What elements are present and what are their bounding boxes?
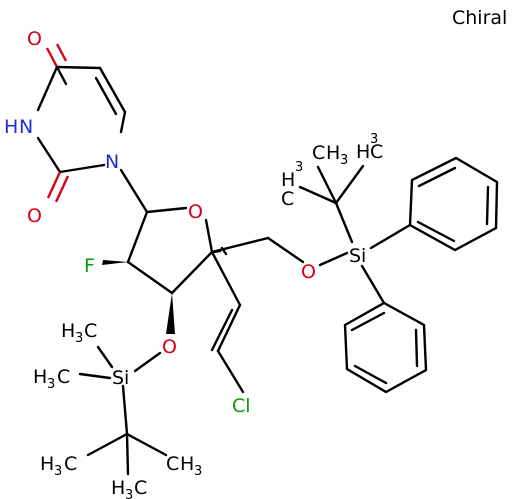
oxygen-carbonyl-bottom: O bbox=[27, 205, 42, 227]
bond-o-si bbox=[318, 251, 349, 267]
chlorine: Cl bbox=[232, 395, 251, 417]
methyl-left-c: C bbox=[281, 188, 294, 210]
tbu-methyl-left-c: C bbox=[64, 453, 77, 475]
tbdms-methyl-lower-sub: 3 bbox=[47, 377, 55, 392]
tbu-methyl-left-h: H bbox=[40, 453, 54, 475]
oxygen-furanose: O bbox=[188, 201, 203, 223]
tbdps-tbutyl-bonds bbox=[298, 164, 365, 244]
nh-hydrogen: H bbox=[4, 116, 18, 138]
phenyl-ring-upper bbox=[369, 156, 499, 252]
furanose-bonds bbox=[119, 168, 214, 295]
bond-c5-o bbox=[266, 236, 305, 264]
wedge-fluorine bbox=[102, 260, 128, 265]
silicon-tbdps: Si bbox=[349, 245, 366, 267]
tbdms-methyl-upper-h: H bbox=[61, 320, 75, 342]
tbu-methyl-bottom-h: H bbox=[111, 477, 125, 499]
tbu-methyl-bottom-sub: 3 bbox=[125, 488, 133, 499]
methyl-top-h: H bbox=[356, 141, 370, 163]
tbdms-methyl-lower-h: H bbox=[33, 366, 47, 388]
oxygen-silyl-ether: O bbox=[162, 336, 177, 358]
silicon-tbdms: Si bbox=[112, 367, 129, 389]
methyl-mid-h: H bbox=[326, 142, 340, 164]
wedge-oxygen-3 bbox=[166, 293, 175, 334]
nitrogen-ring: N bbox=[105, 151, 119, 173]
methyl-top-c: C bbox=[370, 141, 383, 163]
chiral-label: Chiral bbox=[452, 7, 507, 29]
oxygen-carbonyl-top: O bbox=[27, 28, 42, 50]
tbu-methyl-right-h: H bbox=[180, 453, 194, 475]
methyl-mid-c: C bbox=[312, 142, 325, 164]
methyl-left-sub: 3 bbox=[295, 160, 303, 175]
vinyl-chloride-bonds bbox=[210, 250, 245, 394]
tbdms-bonds bbox=[78, 345, 168, 476]
tbu-methyl-right-c: C bbox=[166, 453, 179, 475]
tbdms-methyl-lower-c: C bbox=[57, 366, 70, 388]
tbdms-methyl-upper-c: C bbox=[84, 320, 97, 342]
fluorine: F bbox=[84, 255, 95, 277]
tbu-methyl-right-sub: 3 bbox=[194, 464, 202, 479]
nh-nitrogen: N bbox=[19, 116, 33, 138]
methyl-mid-sub: 3 bbox=[340, 153, 348, 168]
oxygen-tbdps: O bbox=[301, 261, 316, 283]
bond-c4-c5 bbox=[210, 236, 270, 254]
methyl-left-h: H bbox=[281, 169, 295, 191]
methyl-top-sub: 3 bbox=[370, 132, 378, 147]
tbdms-methyl-upper-sub: 3 bbox=[75, 331, 83, 346]
uracil-ring-bonds bbox=[36, 43, 127, 203]
phenyl-ring-lower bbox=[343, 264, 428, 394]
tbu-methyl-left-sub: 3 bbox=[54, 464, 62, 479]
tbu-methyl-bottom-c: C bbox=[134, 477, 147, 499]
